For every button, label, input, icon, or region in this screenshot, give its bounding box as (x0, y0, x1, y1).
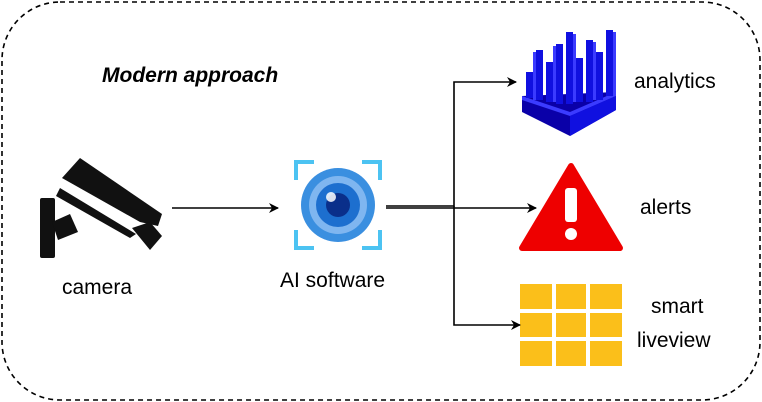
connector-ai-to-analytics (386, 77, 517, 207)
heading-text: Modern approach (102, 64, 278, 87)
liveview-label-line2: liveview (637, 329, 711, 352)
warning-triangle-icon (519, 163, 623, 251)
grid-icon (520, 284, 622, 366)
camera-label: camera (62, 276, 132, 299)
analytics-label: analytics (634, 70, 716, 93)
alerts-label: alerts (640, 196, 691, 219)
3d-bar-chart-icon (522, 30, 616, 136)
liveview-label-line1: smart (651, 295, 704, 318)
eye-scan-icon (294, 160, 382, 250)
ai-software-label: AI software (280, 269, 385, 292)
connector-ai-to-liveview (453, 206, 521, 330)
cctv-camera-icon (40, 158, 162, 258)
